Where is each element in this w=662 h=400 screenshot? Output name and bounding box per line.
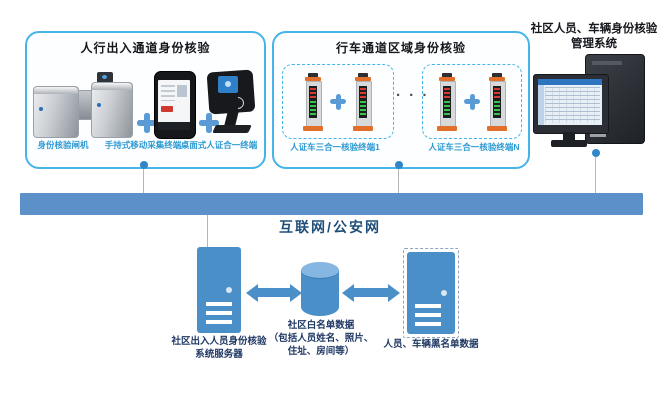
phone-screen xyxy=(158,80,190,130)
pedestrian-verification-group: 人行出入通道身份核验 身份核验闸机 手持式移动采集终端 桌 xyxy=(25,31,266,169)
access-server-label-line2: 系统服务器 xyxy=(195,348,243,360)
id-photo-thumb xyxy=(177,85,187,97)
network-label: 互联网/公安网 xyxy=(279,219,381,235)
app-title-bar xyxy=(538,79,602,85)
app-table-grid xyxy=(545,87,600,123)
monitor-neck xyxy=(563,132,575,140)
whitelist-db-label-line3: 住址、房间等） xyxy=(287,345,355,357)
connector-dot xyxy=(395,161,403,169)
management-system-title: 社区人员、车辆身份核验 管理系统 xyxy=(531,22,658,52)
verify-button-graphic xyxy=(161,106,173,112)
server-led xyxy=(441,290,447,296)
blacklist-data-label: 人员、车辆黑名单数据 xyxy=(383,339,479,350)
server-led xyxy=(226,287,232,293)
network-bus-band xyxy=(20,193,643,215)
server-vents xyxy=(206,302,232,325)
kiosk-stand xyxy=(224,111,239,126)
ellipsis-dots: · · · xyxy=(396,87,430,104)
app-side-column xyxy=(538,85,544,125)
terminal-1-label: 人证车三合一核验终端1 xyxy=(290,142,380,152)
vehicle-terminal-tower-icon xyxy=(353,72,373,131)
vehicle-terminal-tower-icon xyxy=(303,72,323,131)
kiosk-screen xyxy=(218,76,238,93)
monitor-base xyxy=(551,140,587,147)
vehicle-terminal-tower-icon xyxy=(437,72,457,131)
drop-line xyxy=(143,169,144,193)
computer-monitor xyxy=(533,74,609,134)
server-vents xyxy=(415,304,441,327)
whitelist-db-label: 社区白名单数据 （包括人员姓名、照片、 住址、房间等） xyxy=(269,320,374,358)
whitelist-db-label-line2: （包括人员姓名、照片、 xyxy=(268,332,374,344)
management-title-line1: 社区人员、车辆身份核验 xyxy=(530,23,658,35)
access-server-label: 社区出入人员身份核验 系统服务器 xyxy=(171,336,266,362)
phone-footer xyxy=(158,122,190,130)
plus-icon xyxy=(199,113,219,133)
kiosk-base xyxy=(212,125,252,133)
handheld-terminal-icon xyxy=(154,71,196,139)
drop-line xyxy=(595,157,596,193)
plus-icon xyxy=(464,93,480,110)
gate-right-pedestal xyxy=(91,82,133,138)
connector-dot xyxy=(592,149,600,157)
drop-line xyxy=(398,169,399,193)
kiosk-label: 桌面式人证合一终端 xyxy=(180,140,258,150)
access-server-icon xyxy=(197,247,241,333)
gate-id-reader xyxy=(97,72,113,83)
connector-dot xyxy=(140,161,148,169)
turnstile-gate-icon xyxy=(33,72,135,138)
management-computer-icon xyxy=(533,54,649,150)
double-arrow-icon xyxy=(342,283,400,302)
id-text-lines xyxy=(161,85,175,101)
double-arrow-icon xyxy=(246,283,302,302)
terminal-n-label: 人证车三合一核验终端N xyxy=(428,142,520,152)
gate-label: 身份核验闸机 xyxy=(37,140,89,150)
desktop-kiosk-icon xyxy=(205,69,259,135)
vehicle-verification-group: 行车通道区域身份核验 · · · xyxy=(272,31,530,169)
blacklist-server-body xyxy=(407,252,455,334)
plus-icon xyxy=(330,93,346,110)
terminal-unit-1 xyxy=(282,64,394,139)
whitelist-db-label-line1: 社区白名单数据 xyxy=(287,320,355,331)
gate-left-pedestal xyxy=(33,86,79,138)
access-server-label-line1: 社区出入人员身份核验 xyxy=(171,336,267,347)
vehicle-group-title: 行车通道区域身份核验 xyxy=(335,41,466,55)
database-top xyxy=(301,262,339,279)
handheld-label: 手持式移动采集终端 xyxy=(104,140,182,150)
whitelist-database-icon xyxy=(301,262,339,318)
monitor-screen xyxy=(538,79,602,125)
terminal-unit-n xyxy=(422,64,522,139)
vehicle-terminal-tower-icon xyxy=(487,72,507,131)
drop-line xyxy=(207,215,208,247)
management-title-line2: 管理系统 xyxy=(571,37,617,50)
pedestrian-group-title: 人行出入通道身份核验 xyxy=(80,41,211,55)
plus-icon xyxy=(137,113,157,133)
blacklist-server-icon xyxy=(403,248,459,338)
